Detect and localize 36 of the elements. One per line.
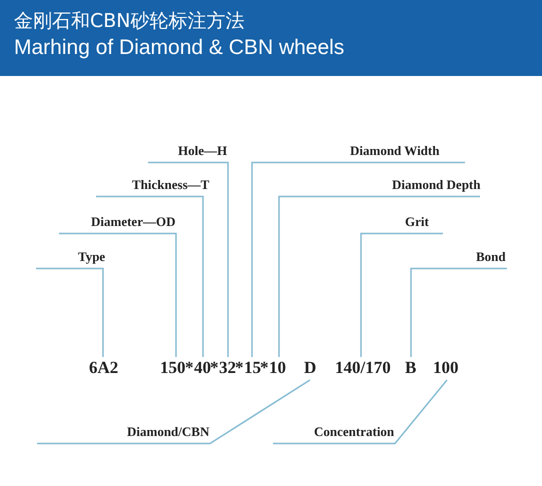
- subtitle: Marhing of Diamond & CBN wheels: [14, 36, 344, 60]
- callout-label: Bond: [476, 249, 506, 269]
- title: 金刚石和CBN砂轮标注方法: [14, 9, 245, 34]
- callout-label: Concentration: [314, 424, 394, 444]
- code-value: 150: [160, 358, 186, 378]
- callout-label: Diameter—OD: [91, 214, 176, 234]
- code-value: 6A2: [89, 358, 118, 378]
- code-value: 140/170: [335, 358, 391, 378]
- leader-line: [360, 232, 444, 357]
- callout-label: Diamond Width: [350, 143, 440, 163]
- code-value: 15: [244, 358, 261, 378]
- leader-line: [147, 162, 229, 357]
- separator-mark: *: [260, 358, 268, 378]
- leader-line: [36, 379, 310, 444]
- separator-mark: *: [235, 358, 244, 378]
- leader-line: [58, 232, 177, 357]
- code-value: B: [405, 358, 416, 378]
- leader-line: [410, 268, 508, 357]
- callout-label: Hole—H: [178, 143, 228, 163]
- callout-label: Diamond/CBN: [127, 424, 210, 444]
- separator-mark: *: [210, 358, 218, 378]
- code-value: 40: [194, 358, 211, 378]
- leader-line: [95, 196, 204, 357]
- code-value: 10: [269, 358, 286, 378]
- code-value: 32: [219, 358, 236, 378]
- leader-line: [35, 268, 104, 357]
- callout-label: Thickness—T: [132, 177, 210, 197]
- leader-line: [272, 380, 448, 444]
- code-value: D: [304, 358, 316, 378]
- separator-mark: *: [185, 358, 194, 378]
- callout-label: Type: [78, 249, 106, 269]
- leader-line: [251, 162, 466, 357]
- leader-line: [278, 196, 481, 357]
- code-value: 100: [433, 358, 458, 378]
- callout-label: Grit: [405, 214, 429, 234]
- callout-label: Diamond Depth: [392, 177, 480, 197]
